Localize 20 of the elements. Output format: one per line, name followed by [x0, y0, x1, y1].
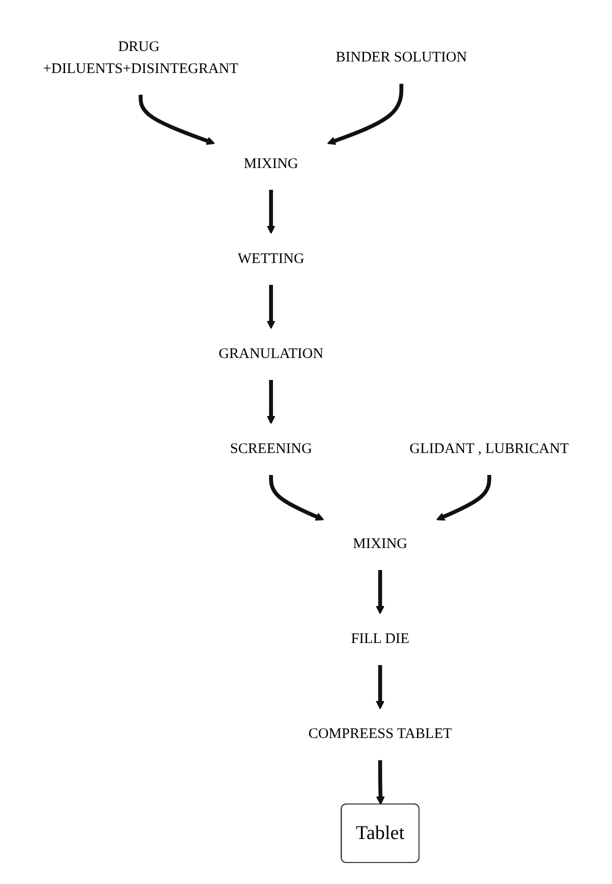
node-text: GRANULATION	[218, 346, 324, 362]
node-text: BINDER SOLUTION	[336, 50, 467, 66]
node-text: COMPREESS TABLET	[308, 726, 452, 742]
arrow	[266, 284, 276, 330]
arrow	[266, 380, 276, 424]
arrow	[436, 474, 492, 521]
node-text: WETTING	[238, 251, 304, 267]
arrow	[138, 94, 215, 145]
node-text: DRUG +DILUENTS+DISINTEGRANT	[43, 39, 238, 77]
arrow	[269, 474, 324, 521]
node-text: MIXING	[244, 156, 298, 172]
arrow	[266, 190, 276, 234]
node-text: SCREENING	[230, 441, 312, 457]
node-text: FILL DIE	[350, 631, 410, 647]
arrow	[327, 84, 404, 145]
arrow	[376, 665, 384, 710]
arrow	[376, 760, 385, 805]
arrow	[376, 570, 384, 614]
node-text: GLIDANT , LUBRICANT	[410, 441, 569, 457]
node-text: MIXING	[352, 536, 408, 552]
